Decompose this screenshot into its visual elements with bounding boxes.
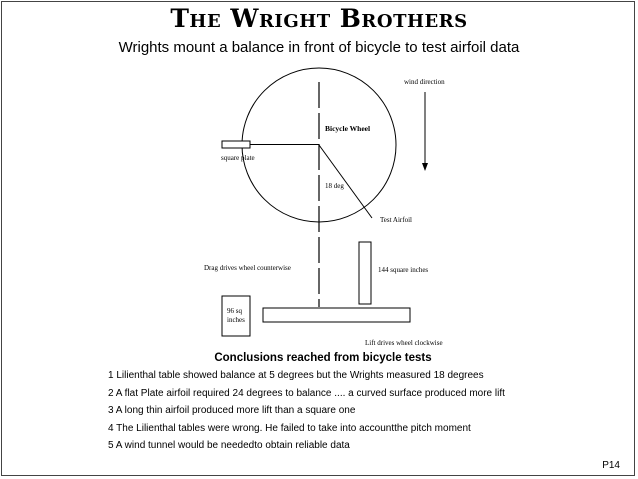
flat-plate — [221, 295, 251, 337]
conclusion-item: 2 A flat Plate airfoil required 24 degre… — [108, 387, 505, 399]
airfoil-arm — [318, 144, 373, 219]
angle-label: 18 deg — [325, 182, 344, 190]
plate-area-label-line1: 96 sq — [227, 307, 242, 315]
page-number: P14 — [602, 460, 620, 471]
conclusion-item: 1 Lilienthal table showed balance at 5 d… — [108, 370, 484, 381]
conclusion-item: 3 A long thin airfoil produced more lift… — [108, 405, 356, 416]
slide-subtitle: Wrights mount a balance in front of bicy… — [118, 39, 520, 56]
plate-area-label-line2: inches — [227, 316, 245, 324]
conclusions-heading: Conclusions reached from bicycle tests — [214, 352, 432, 364]
balance-bar — [262, 307, 411, 323]
bicycle-wheel-label: Bicycle Wheel — [325, 124, 370, 133]
wind-direction-label: wind direction — [404, 78, 445, 86]
drag-caption: Drag drives wheel counterwise — [204, 264, 291, 272]
square-plate-label: square plate — [221, 154, 255, 162]
airfoil-area-label: 144 square inches — [378, 266, 428, 274]
square-plate — [221, 140, 251, 149]
test-airfoil — [358, 241, 372, 305]
test-airfoil-label: Test Airfoil — [380, 216, 412, 224]
slide-title: The Wright Brothers — [170, 4, 468, 33]
conclusions-section: Conclusions reached from bicycle tests 1… — [108, 352, 538, 455]
conclusion-item: 5 A wind tunnel would be neededto obtain… — [108, 440, 350, 451]
conclusion-item: 4 The Lilienthal tables were wrong. He f… — [108, 422, 471, 434]
lift-caption: Lift drives wheel clockwise — [365, 339, 443, 347]
